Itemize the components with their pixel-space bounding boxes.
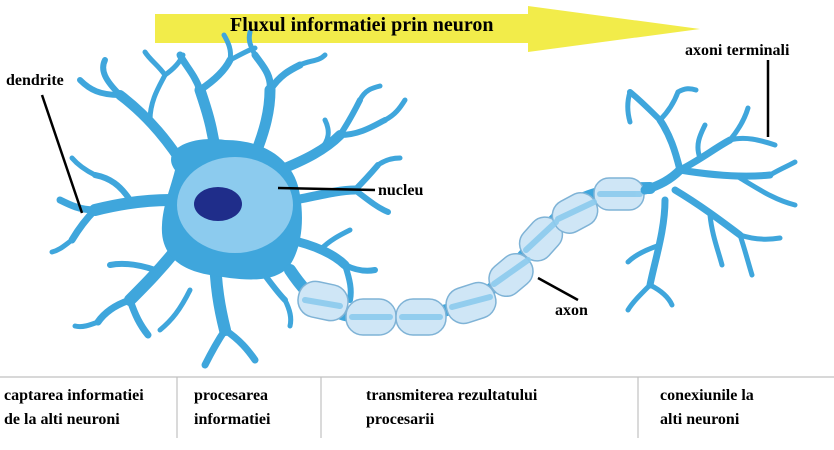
stage-transmission-line1: transmiterea rezultatului (366, 387, 538, 404)
stage-processing-line1: procesarea (194, 387, 269, 404)
stage-capture: captarea informatiei de la alti neuroni (4, 384, 144, 432)
label-nucleu: nucleu (378, 182, 424, 199)
label-axoni-terminali: axoni terminali (685, 42, 790, 59)
nucleus (194, 187, 242, 221)
myelin-highlights (302, 191, 643, 320)
label-axon: axon (555, 302, 588, 319)
pointer-lines (40, 60, 770, 302)
axon-pointer (537, 276, 579, 302)
nucleu-pointer (277, 186, 376, 192)
diagram-title: Fluxul informatiei prin neuron (230, 14, 494, 36)
stage-capture-line1: captarea informatiei (4, 387, 144, 404)
stage-processing-line2: informatiei (194, 411, 271, 428)
flow-arrow (155, 6, 700, 52)
dendrite-pointer (40, 94, 84, 214)
stage-capture-line2: de la alti neuroni (4, 411, 120, 428)
axon-terminals (625, 86, 798, 313)
stage-connections-line2: alti neuroni (660, 411, 740, 428)
stage-transmission-line2: procesarii (366, 411, 435, 428)
stage-processing: procesarea informatiei (194, 384, 270, 432)
stage-connections-line1: conexiunile la (660, 387, 754, 404)
label-dendrite: dendrite (6, 72, 64, 89)
stage-transmission: transmiterea rezultatului procesarii (366, 384, 537, 432)
stage-connections: conexiunile la alti neuroni (660, 384, 754, 432)
stage-separators (0, 376, 834, 438)
